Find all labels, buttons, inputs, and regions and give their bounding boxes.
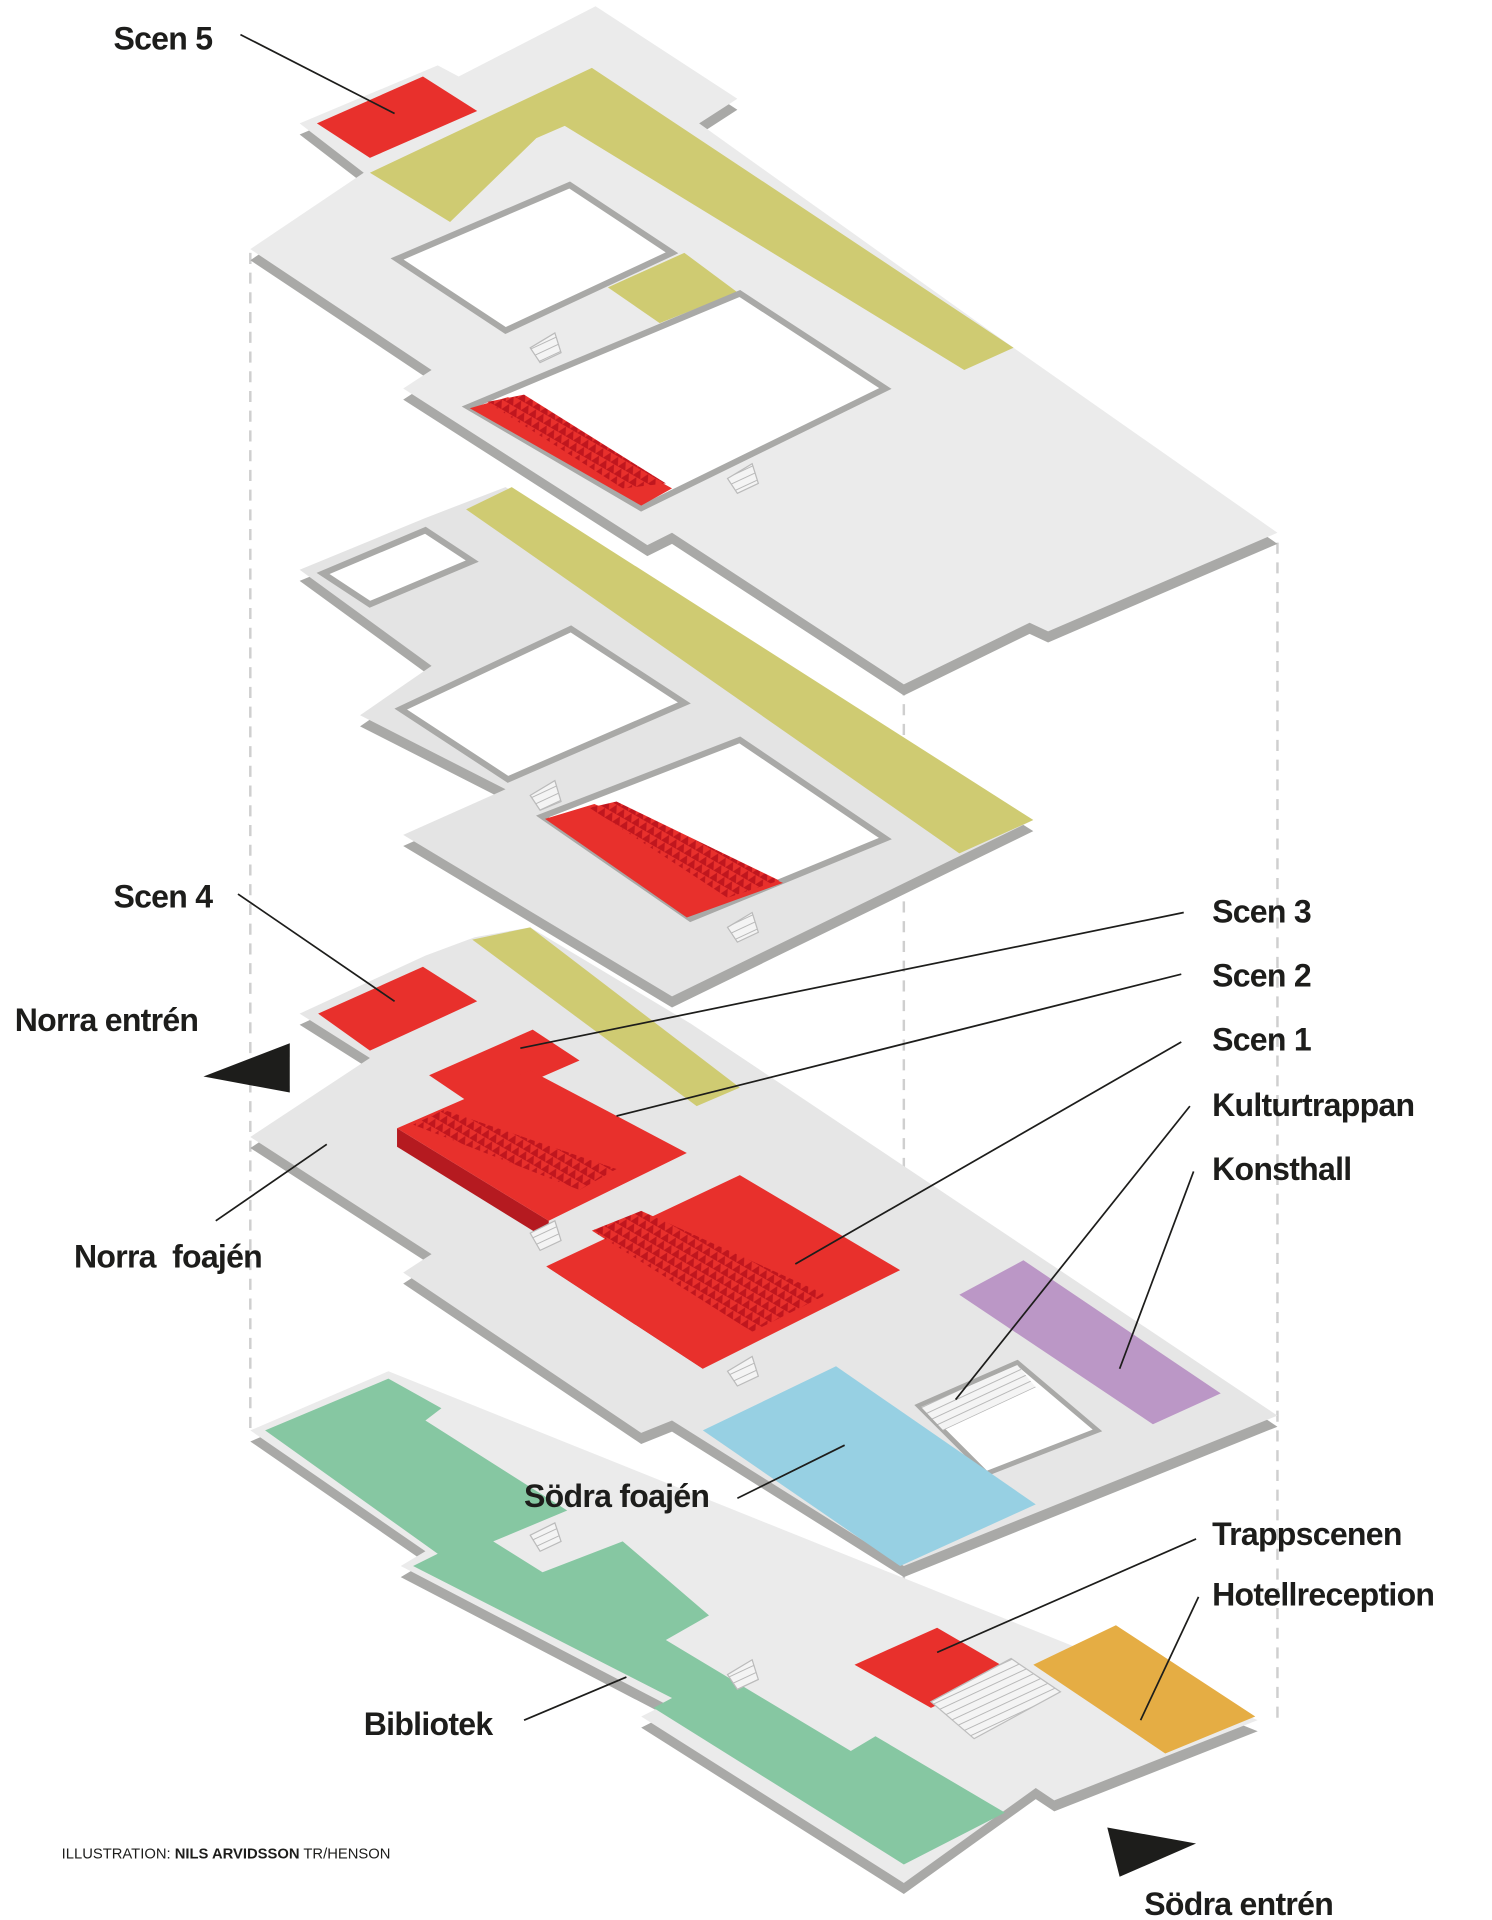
label-kulturtrappan: Kulturtrappan: [1212, 1087, 1414, 1123]
label-hotellreception: Hotellreception: [1212, 1577, 1434, 1613]
label-trappscenen: Trappscenen: [1212, 1516, 1402, 1552]
scen3-area: [429, 1029, 580, 1107]
sodra-foajen-area: [702, 1366, 1036, 1567]
stairs-icon: [529, 1522, 562, 1553]
floor-opening: [316, 526, 479, 608]
hotellreception-area: [1033, 1625, 1256, 1754]
norra-entren-arrow-icon: [203, 1043, 290, 1093]
credit-suffix: TR/HENSON: [300, 1846, 391, 1862]
floor-3: [299, 487, 1034, 1008]
floor-opening: [390, 181, 679, 335]
label-norra-foajen: Norra foajén: [74, 1239, 262, 1275]
floor-2: [250, 927, 1278, 1578]
stairs-icon: [929, 1657, 1062, 1740]
bibliotek-area: [265, 1378, 1005, 1865]
floor-opening: [394, 625, 691, 783]
label-scen3: Scen 3: [1212, 893, 1311, 929]
scen5-area: [316, 76, 478, 158]
label-norra-entren: Norra entrén: [15, 1002, 198, 1038]
label-scen1: Scen 1: [1212, 1022, 1311, 1058]
leader-lines: [215, 33, 1200, 1721]
illustration-credit: ILLUSTRATION: NILS ARVIDSSON TR/HENSON: [62, 1846, 391, 1862]
credit-author: NILS ARVIDSSON: [175, 1846, 300, 1862]
label-sodra-entren: Södra entrén: [1144, 1886, 1333, 1920]
stairs-icon: [529, 1219, 562, 1252]
label-scen5: Scen 5: [113, 20, 212, 56]
floor-4: [250, 6, 1278, 696]
stairs-icon: [529, 779, 562, 811]
label-konsthall: Konsthall: [1212, 1151, 1351, 1187]
stairs-icon: [726, 462, 760, 495]
floor-1: [250, 1371, 1258, 1895]
label-sodra-foajen: Södra foajén: [524, 1478, 709, 1514]
sodra-entren-arrow-icon: [1107, 1827, 1197, 1877]
label-scen4: Scen 4: [113, 879, 213, 915]
credit-prefix: ILLUSTRATION:: [62, 1846, 175, 1862]
stairs-icon: [726, 911, 760, 943]
stairs-icon: [726, 1355, 760, 1387]
stairs-icon: [529, 332, 562, 364]
label-bibliotek: Bibliotek: [364, 1706, 494, 1742]
label-scen2: Scen 2: [1212, 958, 1311, 994]
konsthall-area: [959, 1260, 1221, 1425]
kulturtrappan-stairs: [921, 1365, 1036, 1431]
scen4-area: [318, 966, 478, 1051]
stairs-icon: [726, 1658, 760, 1691]
